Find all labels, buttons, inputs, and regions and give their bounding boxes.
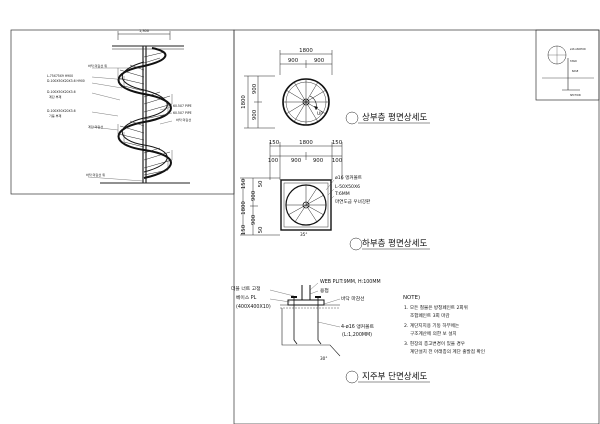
lower-note-2: T:6MM bbox=[334, 191, 350, 197]
side-label-6: 기둥 부재 bbox=[49, 113, 62, 118]
lower-note-1: L-50X50X6 bbox=[335, 184, 360, 190]
lower-dim-top-1: 1800 bbox=[299, 140, 313, 146]
lower-plan-title: 하부층 평면상세도 bbox=[362, 238, 427, 249]
side-label-9: 바닥 마감선 bbox=[176, 117, 191, 122]
upper-plan-treads bbox=[283, 79, 329, 125]
section-right-note-1: 4-ø16 앵커볼트 bbox=[341, 323, 375, 330]
upper-dim-left-1: 900 bbox=[252, 83, 258, 94]
section-angle: 30° bbox=[320, 356, 327, 361]
lower-dim-top-6: 100 bbox=[332, 158, 343, 164]
note-line-2: 2. 계단지지용 기둥 하부에는 bbox=[404, 322, 459, 329]
right-sheet-frame bbox=[233, 29, 600, 424]
general-notes: NOTE) 1. 모든 철물은 방청페인트 2회위 조합페인트 3회 마감 2.… bbox=[403, 295, 485, 355]
side-label-7: 60.5X7 PIPE bbox=[173, 104, 192, 108]
key-label-3: SECTION bbox=[570, 94, 581, 97]
side-label-8: 60.5X7 PIPE bbox=[173, 111, 192, 115]
section-right-note-0: 바닥 마감선 bbox=[341, 295, 365, 302]
note-line-3: 구조계산에 의한 보 설치 bbox=[410, 330, 457, 337]
lower-dim-left-0: 150 bbox=[241, 178, 247, 189]
upper-dim-left-0: 1800 bbox=[241, 95, 247, 109]
upper-dim-top-1: 900 bbox=[288, 58, 299, 64]
lower-dim-left-5: 50 bbox=[258, 180, 264, 187]
side-label-4: 계단 부재 bbox=[49, 94, 62, 99]
left-sheet-frame bbox=[10, 29, 235, 195]
key-label-1: STAIR bbox=[570, 60, 577, 63]
upper-dim-top-2: 900 bbox=[314, 58, 325, 64]
lower-note-0: ø16 앵커볼트 bbox=[335, 174, 362, 181]
spiral-handrail bbox=[117, 47, 172, 179]
note-heading: NOTE) bbox=[403, 295, 420, 301]
section-left-note-0: 더블 너트 고정 bbox=[231, 285, 261, 292]
note-line-0: 1. 모든 철물은 방청페인트 2회위 bbox=[404, 304, 468, 311]
side-label-11: 바닥 마감선 위 bbox=[86, 172, 105, 177]
side-label-10: 계단 마감선 bbox=[88, 124, 103, 129]
section-left-note-1: 베이스 PL bbox=[236, 294, 257, 301]
side-top-dim: 1,300 bbox=[139, 29, 149, 33]
lower-dim-top-4: 900 bbox=[291, 158, 302, 164]
section-top-note-0: WEB PLIT:9MM, H:100MM bbox=[320, 279, 381, 285]
side-label-1: L-75X75X9 H900 bbox=[47, 74, 73, 78]
key-label-0: ø16 ANCHOR bbox=[570, 48, 586, 51]
upper-up-label: UP bbox=[317, 111, 323, 117]
side-label-5: D-100X50X20X3.6 bbox=[47, 109, 76, 113]
lower-dim-top-3: 100 bbox=[268, 158, 279, 164]
section-title: 지주부 단면상세도 bbox=[362, 371, 427, 382]
lower-dim-left-1: 1800 bbox=[241, 201, 247, 215]
lower-floor-plan: 150 1800 150 100 900 900 100 150 1800 90… bbox=[240, 140, 430, 251]
note-line-4: 3. 현장의 층고변경이 있을 경우 bbox=[404, 340, 465, 347]
key-label-2: BASE bbox=[572, 70, 579, 73]
column-section: 30° WEB PLIT:9MM, H:100MM 용접 더블 너트 고정 베이… bbox=[231, 279, 430, 384]
sheet-frames bbox=[10, 29, 600, 424]
side-elevation: 1,300 bbox=[47, 29, 192, 184]
lower-dim-top-2: 150 bbox=[332, 140, 343, 146]
upper-floor-plan: 1800 900 900 1800 900 900 U bbox=[241, 48, 430, 129]
upper-dim-left-2: 900 bbox=[252, 109, 258, 120]
key-plan: ø16 ANCHOR STAIR BASE SECTION bbox=[542, 45, 594, 97]
note-line-5: 계단설치 전 아래층의 계단 출발점 확인 bbox=[410, 348, 485, 355]
side-label-3: D-100X50X20X3.6 bbox=[47, 90, 76, 94]
lower-dim-left-2: 900 bbox=[251, 190, 257, 201]
lower-note-3: 마연도금 우녀강판 bbox=[335, 198, 371, 205]
section-left-note-2: (400X400X10) bbox=[236, 304, 271, 310]
side-label-0: 바닥 마감선 위 bbox=[88, 63, 107, 68]
side-label-2: D-100X50X20X3.6 H900 bbox=[47, 79, 85, 83]
lower-dim-top-0: 150 bbox=[269, 140, 280, 146]
key-plan-frame bbox=[535, 29, 600, 101]
lower-angle: 35° bbox=[300, 232, 307, 237]
upper-plan-title: 상부층 평면상세도 bbox=[362, 112, 427, 123]
section-top-note-1: 용접 bbox=[320, 287, 329, 294]
lower-dim-top-5: 900 bbox=[313, 158, 324, 164]
lower-plan-treads bbox=[286, 185, 326, 223]
stair-treads bbox=[117, 51, 173, 176]
lower-dim-left-6: 50 bbox=[258, 226, 264, 233]
note-line-1: 조합페인트 3회 마감 bbox=[410, 312, 450, 319]
lower-dim-left-4: 150 bbox=[241, 224, 247, 235]
lower-dim-left-3: 900 bbox=[251, 214, 257, 225]
section-right-note-2: (L:1,200MM) bbox=[342, 332, 372, 338]
upper-dim-top-0: 1800 bbox=[299, 48, 313, 54]
